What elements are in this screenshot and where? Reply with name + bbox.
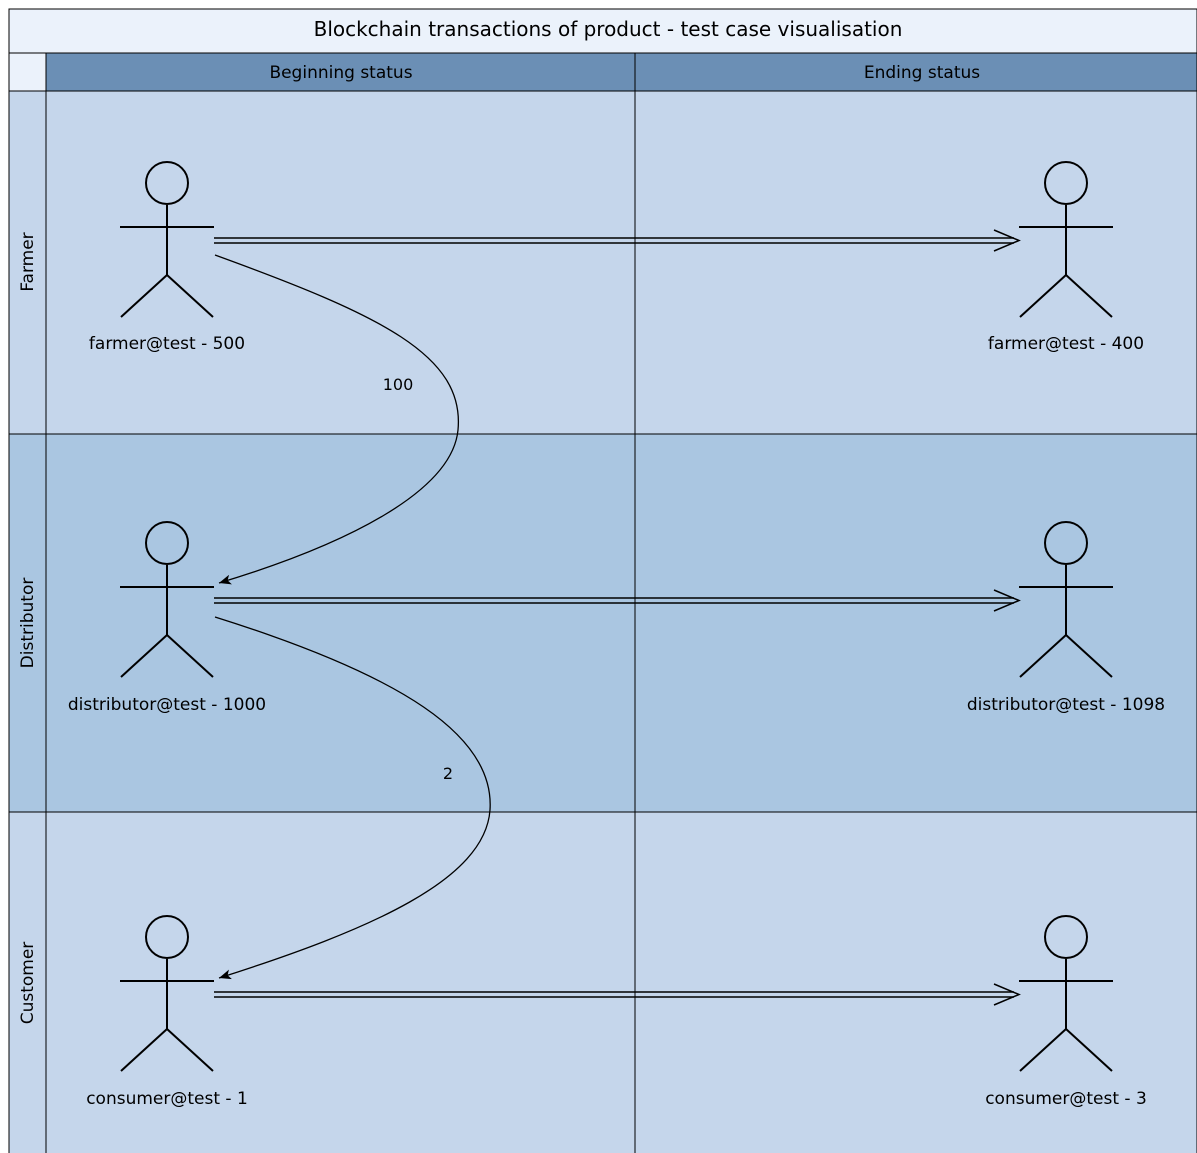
actor-distributor-end-label: distributor@test - 1098 <box>967 695 1165 715</box>
diagram-title: Blockchain transactions of product - tes… <box>314 17 903 41</box>
lane-farmer-end-cell <box>634 90 1197 435</box>
lane-customer-begin-cell <box>45 811 636 1153</box>
actor-distributor-begin-label: distributor@test - 1000 <box>68 695 266 715</box>
lane-distributor-label: Distributor <box>18 578 38 669</box>
column-header-end <box>634 52 1197 92</box>
lane-distributor-end-cell <box>634 433 1197 813</box>
actor-customer-begin-label: consumer@test - 1 <box>86 1089 248 1109</box>
actor-distributor-end <box>1019 521 1113 678</box>
actor-farmer-end-label: farmer@test - 400 <box>988 334 1144 354</box>
title-bar <box>8 8 1197 54</box>
status-arrow-distributor <box>214 589 1021 612</box>
corner-cell <box>8 52 47 92</box>
actor-farmer-begin <box>120 161 214 318</box>
actor-customer-end-label: consumer@test - 3 <box>985 1089 1147 1109</box>
actor-distributor-begin <box>120 521 214 678</box>
status-arrow-farmer <box>214 229 1021 252</box>
transfer-arrow-distributor-to-customer <box>214 616 491 980</box>
actor-customer-begin <box>120 915 214 1072</box>
status-arrow-customer <box>214 983 1021 1006</box>
lane-customer-label: Customer <box>18 942 38 1025</box>
column-header-end-label: Ending status <box>864 63 980 83</box>
actor-farmer-begin-label: farmer@test - 500 <box>89 334 245 354</box>
lane-farmer-label: Farmer <box>18 232 38 291</box>
column-header-begin-label: Beginning status <box>269 63 412 83</box>
column-header-begin <box>45 52 636 92</box>
lane-distributor-begin-cell <box>45 433 636 813</box>
actor-farmer-end <box>1019 161 1113 318</box>
transfer-arrow-farmer-to-distributor <box>214 254 459 585</box>
lane-farmer-begin-cell <box>45 90 636 435</box>
lane-customer-end-cell <box>634 811 1197 1153</box>
transfer-amount-1: 100 <box>383 375 414 394</box>
lane-farmer-label-cell <box>8 90 47 435</box>
transfer-amount-2: 2 <box>443 764 453 783</box>
actor-customer-end <box>1019 915 1113 1072</box>
